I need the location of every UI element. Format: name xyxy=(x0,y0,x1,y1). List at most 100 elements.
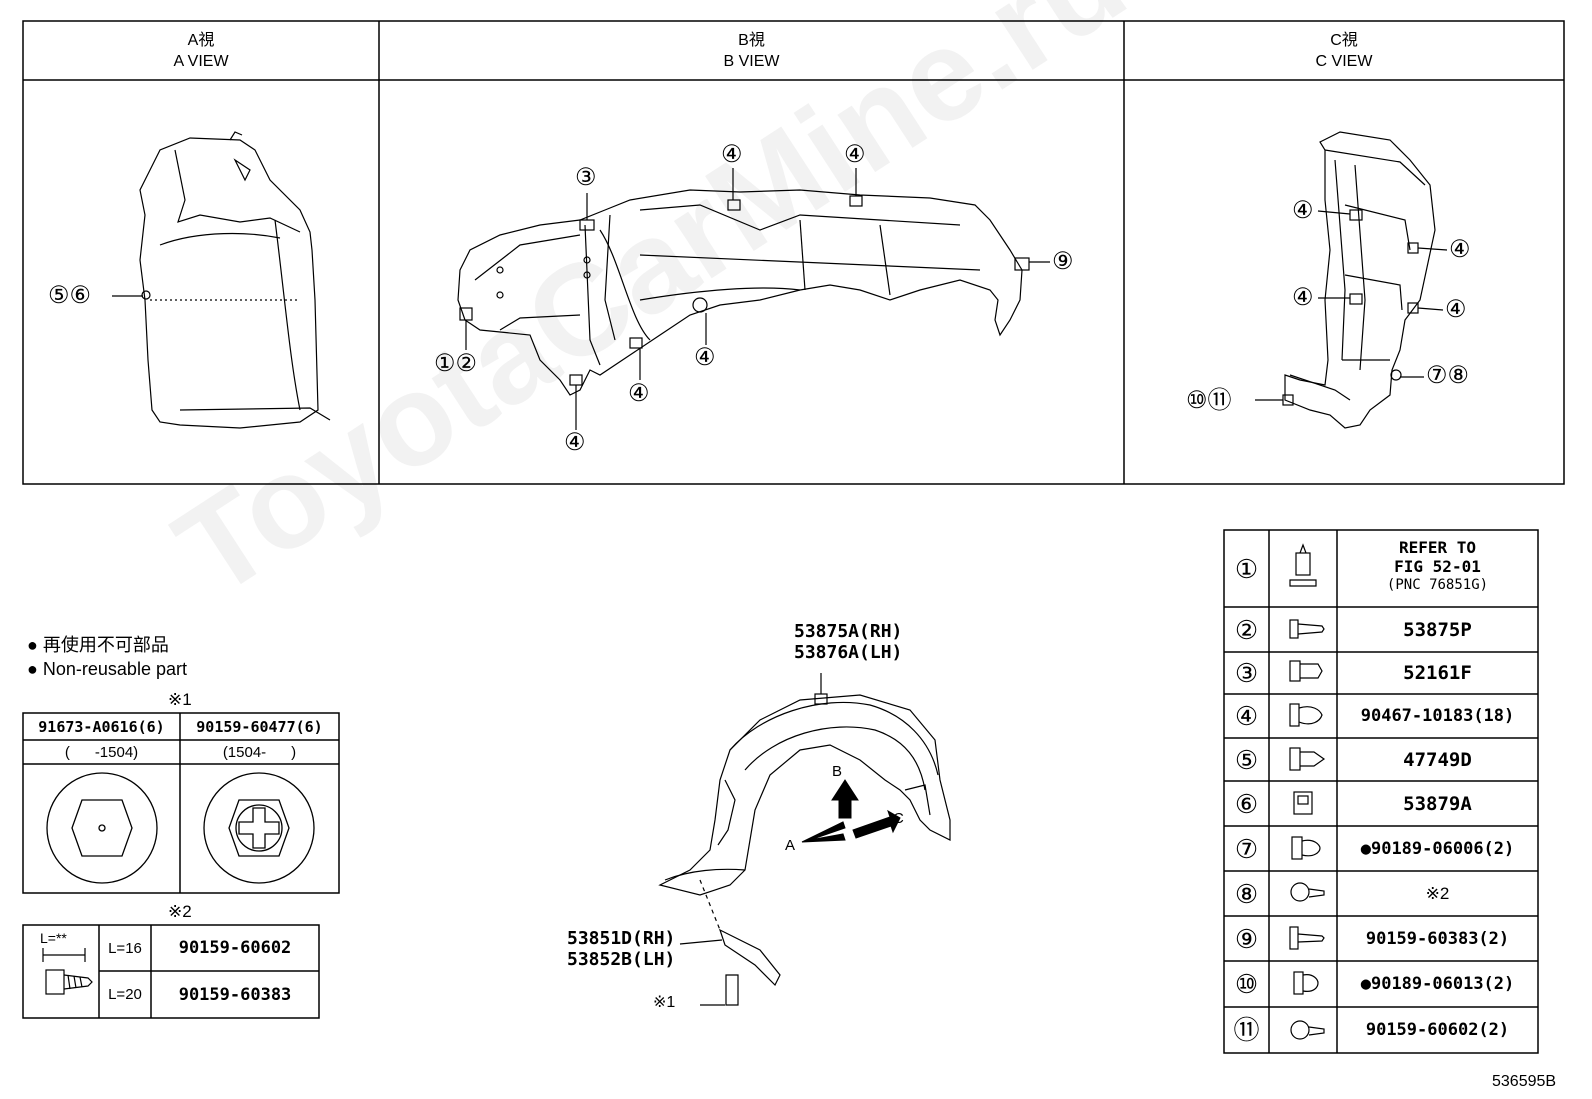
fastener-row-6-part: 53879A xyxy=(1403,792,1472,815)
fastener-row-1-part: REFER TO FIG 52-01 (PNC 76851G) xyxy=(1337,538,1538,595)
b-view-title-jp: B視 xyxy=(738,32,765,49)
note1-mark: ※1 xyxy=(168,690,192,709)
c-view-header: C視 C VIEW xyxy=(1124,30,1564,72)
callout-b-4-bottom: ④ xyxy=(564,429,586,456)
callout-b-3: ③ xyxy=(575,164,597,191)
callout-c-4-lower-right: ④ xyxy=(1445,296,1467,323)
figure-id: 536595B xyxy=(1492,1073,1557,1090)
liner-rh: 53875A(RH) xyxy=(794,621,903,642)
b-view-drawing xyxy=(457,168,1050,430)
note1-col1-part: 91673-A0616(6) xyxy=(38,717,165,736)
refer-to-line: REFER TO xyxy=(1398,538,1477,557)
shield-rh: 53851D(RH) xyxy=(567,928,676,949)
fastener-row-4-part: 90467-10183(18) xyxy=(1360,706,1515,726)
fastener-row-7-num: ⑦ xyxy=(1234,833,1259,864)
b-view-header: B視 B VIEW xyxy=(379,30,1124,72)
fastener-row-8-part: ※2 xyxy=(1425,883,1450,903)
c-view-title-en: C VIEW xyxy=(1315,53,1373,70)
shield-part-label: 53851D(RH) 53852B(LH) xyxy=(567,928,675,970)
legend-nonreusable-en: Non-reusable part xyxy=(42,659,187,679)
fastener-row-5-num: ⑤ xyxy=(1234,744,1259,775)
fastener-row-2-num: ② xyxy=(1234,614,1259,645)
arrow-a-label: A xyxy=(785,837,796,854)
callout-b-9: ⑨ xyxy=(1052,248,1074,275)
clip-3-icon xyxy=(1289,660,1323,682)
fastener-row-11-part: 90159-60602(2) xyxy=(1365,1020,1510,1040)
arrow-c-icon xyxy=(852,809,901,839)
note2-row1-length: L=16 xyxy=(108,939,142,957)
callout-c-4-lower-left: ④ xyxy=(1292,284,1314,311)
callout-b-4-top-right: ④ xyxy=(844,141,866,168)
legend: ● 再使用不可部品 ● Non-reusable part xyxy=(27,633,187,681)
fastener-row-11-num: ⑪ xyxy=(1233,1015,1260,1045)
fender-liner-drawing xyxy=(658,673,951,1006)
fastener-row-8-num: ⑧ xyxy=(1234,878,1259,909)
fastener-row-1-num: ① xyxy=(1234,553,1259,584)
callout-c-10-11: ⑩⑪ xyxy=(1186,387,1232,414)
fastener-row-10-part: ●90189-06013(2) xyxy=(1360,974,1515,994)
fastener-row-3-num: ③ xyxy=(1234,658,1259,688)
c-view-drawing xyxy=(1255,131,1448,429)
note2-row1-part: 90159-60602 xyxy=(178,938,292,958)
nonreusable-bullet-icon: ● xyxy=(27,659,38,679)
fastener-row-6-num: ⑥ xyxy=(1234,788,1259,819)
callout-c-4-upper-left: ④ xyxy=(1292,197,1314,224)
a-view-title-en: A VIEW xyxy=(173,53,229,70)
hex-bolt-icon xyxy=(46,772,158,884)
a-view-drawing xyxy=(112,131,331,429)
clip-4-icon xyxy=(1289,703,1323,727)
arrow-a-icon xyxy=(801,821,846,843)
a-view-header: A視 A VIEW xyxy=(23,30,379,72)
screw-8-icon xyxy=(1290,882,1325,902)
liner-lh: 53876A(LH) xyxy=(794,642,903,663)
note1-col2-part: 90159-60477(6) xyxy=(196,717,323,736)
direction-arrows xyxy=(801,779,901,843)
note2-row2-length: L=20 xyxy=(108,986,142,1003)
fastener-row-5-part: 47749D xyxy=(1403,748,1472,771)
clip-10-icon xyxy=(1293,971,1319,995)
fastener-row-9-part: 90159-60383(2) xyxy=(1365,928,1510,949)
c-view-title-jp: C視 xyxy=(1330,32,1358,49)
arrow-b-icon xyxy=(831,779,859,819)
clip-7-icon xyxy=(1291,836,1321,860)
note2-row2-part: 90159-60383 xyxy=(178,984,292,1005)
note1-table-frame xyxy=(22,712,340,894)
a-view-title-jp: A視 xyxy=(187,32,215,49)
arrow-b-label: B xyxy=(832,763,843,780)
bolt-note-mark: ※1 xyxy=(653,994,676,1011)
fastener-row-9-num: ⑨ xyxy=(1234,923,1259,954)
clip-5-icon xyxy=(1289,747,1326,771)
fastener-row-10-num: ⑩ xyxy=(1234,969,1259,999)
phillips-bolt-icon xyxy=(203,772,315,884)
tapping-screw-icon xyxy=(42,948,93,995)
note2-mark: ※2 xyxy=(168,902,192,921)
fastener-row-4-num: ④ xyxy=(1234,701,1259,731)
pnc-line: (PNC 76851G) xyxy=(1386,577,1489,593)
fastener-row-3-part: 52161F xyxy=(1403,662,1472,684)
callout-b-4-middle: ④ xyxy=(694,344,716,371)
callout-c-7-8: ⑦⑧ xyxy=(1426,362,1470,389)
fastener-table-frame xyxy=(1223,529,1539,1054)
fig-line: FIG 52-01 xyxy=(1394,557,1481,576)
note1-col2-range: (1504- ) xyxy=(222,743,297,761)
callout-c-4-upper-right: ④ xyxy=(1449,236,1471,263)
callout-b-1-2: ①② xyxy=(434,350,478,377)
note1-col1-range: ( -1504) xyxy=(64,743,139,761)
callout-a-5-6: ⑤⑥ xyxy=(48,282,92,309)
callout-b-4-lower: ④ xyxy=(628,380,650,407)
shield-lh: 53852B(LH) xyxy=(567,949,676,970)
fastener-row-7-part: ●90189-06006(2) xyxy=(1360,838,1515,859)
screw-9-icon xyxy=(1289,926,1325,950)
nonreusable-bullet-icon: ● xyxy=(27,635,38,655)
screw-2-icon xyxy=(1289,619,1325,639)
legend-nonreusable-jp: 再使用不可部品 xyxy=(42,635,169,655)
nut-6-icon xyxy=(1293,791,1313,815)
arrow-c-label: C xyxy=(893,810,904,827)
clip-1-icon xyxy=(1289,543,1317,587)
note2-table-frame xyxy=(22,924,320,1019)
callout-b-4-top-left: ④ xyxy=(721,141,743,168)
screw-11-icon xyxy=(1290,1020,1325,1040)
note2-length-label: L=** xyxy=(40,930,67,946)
b-view-title-en: B VIEW xyxy=(723,53,780,70)
